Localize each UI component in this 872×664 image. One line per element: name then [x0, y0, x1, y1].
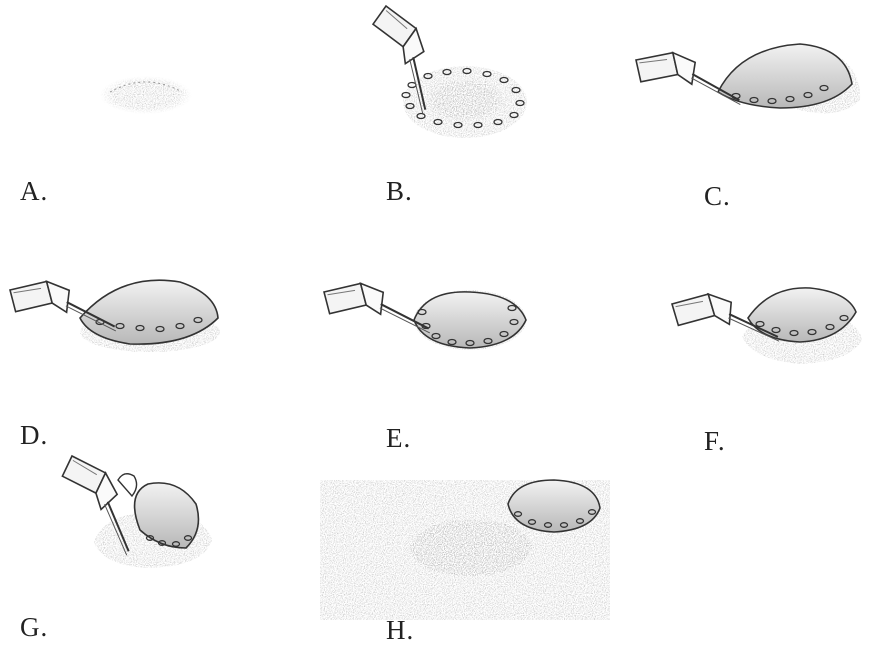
panel-label-b: B. — [386, 176, 413, 207]
panel-label-h: H. — [386, 615, 414, 646]
panel-d-illustration — [6, 274, 220, 352]
panel-h-illustration — [320, 480, 610, 620]
skin-flap-icon — [508, 480, 600, 532]
panel-f-illustration — [669, 288, 862, 364]
panel-label-g: G. — [20, 612, 48, 643]
panel-label-a: A. — [20, 176, 48, 207]
panel-label-e: E. — [386, 423, 411, 454]
panel-label-c: C. — [704, 181, 731, 212]
panel-label-f: F. — [704, 426, 726, 457]
panel-b-illustration — [368, 0, 527, 138]
panel-g-illustration — [56, 446, 212, 568]
panel-e-illustration — [320, 276, 526, 350]
panel-c-illustration — [631, 44, 860, 113]
panel-label-d: D. — [20, 420, 48, 451]
panel-a-illustration — [100, 76, 192, 114]
